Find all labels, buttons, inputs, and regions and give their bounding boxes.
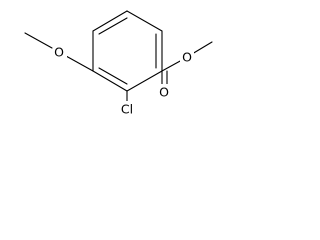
methoxy-oxygen-label: O xyxy=(54,45,64,60)
benzene-ring xyxy=(92,10,163,92)
ring-bond-1 xyxy=(126,10,163,32)
ester-group xyxy=(161,41,213,87)
ester-ring-bond xyxy=(161,59,183,72)
ring-double-bond-bottom xyxy=(98,67,128,85)
molecule-diagram: O Cl O O xyxy=(0,0,219,132)
atom-labels: O Cl O O xyxy=(53,44,194,117)
ester-oxygen-bond xyxy=(191,41,213,55)
ester-oxygen-label: O xyxy=(182,50,192,65)
ring-double-bond-top xyxy=(98,17,128,35)
ring-bond-3 xyxy=(126,70,163,92)
chlorine-label: Cl xyxy=(121,102,133,117)
carbonyl-oxygen-label: O xyxy=(159,85,169,100)
ring-bond-6 xyxy=(92,10,128,32)
methoxy-group xyxy=(24,32,94,72)
ring-bond-4 xyxy=(92,70,128,92)
methoxy-methyl-bond xyxy=(24,32,53,49)
methoxy-ring-bond xyxy=(65,55,94,72)
structure-svg: O Cl O O xyxy=(24,10,213,117)
